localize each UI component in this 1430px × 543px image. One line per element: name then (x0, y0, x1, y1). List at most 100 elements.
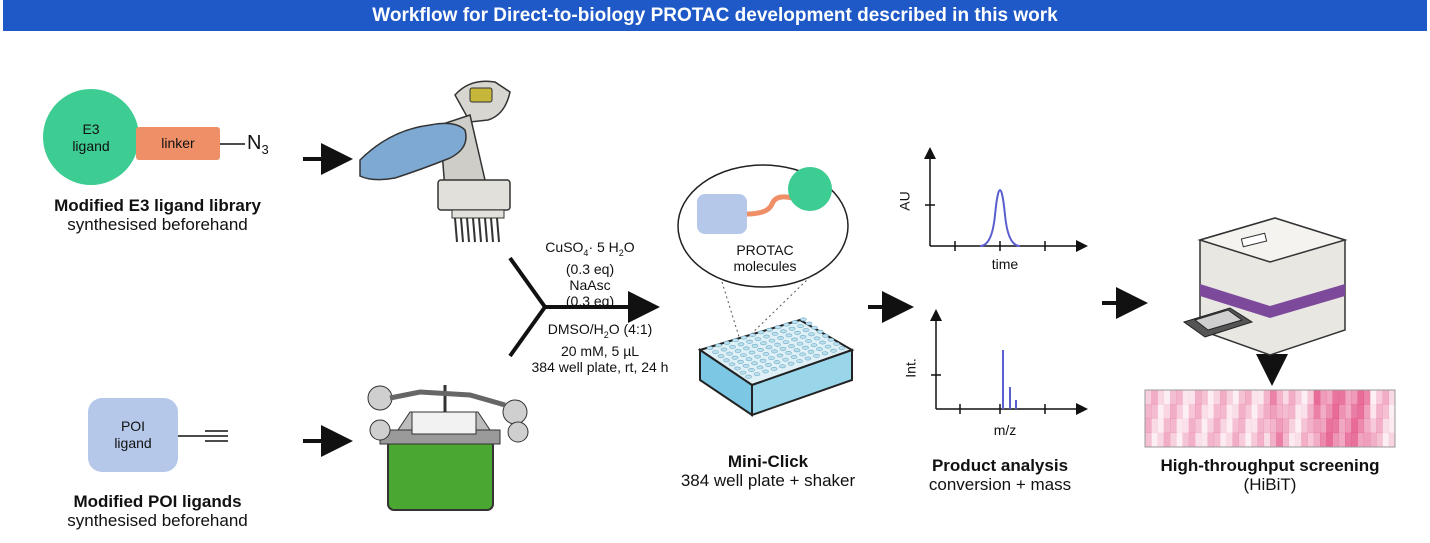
heatmap-cell (1388, 404, 1396, 419)
heatmap-cell (1245, 432, 1252, 448)
well (802, 345, 809, 350)
heatmap-cell (1176, 390, 1183, 405)
well (779, 346, 787, 351)
heatmap-cell (1376, 432, 1383, 448)
title-banner: Workflow for Direct-to-biology PROTAC de… (3, 0, 1427, 31)
well (807, 349, 815, 354)
well (760, 341, 767, 346)
well (816, 329, 824, 334)
heatmap-cell (1207, 404, 1215, 419)
heatmap-cell (1201, 390, 1208, 405)
heatmap-cell (1282, 432, 1290, 448)
well (774, 325, 782, 330)
heatmap-cell (1176, 418, 1183, 434)
heatmap-cell (1326, 432, 1333, 448)
heatmap-cell (1176, 432, 1183, 448)
well (756, 365, 764, 370)
well (788, 344, 795, 349)
heatmap-cell (1332, 432, 1340, 448)
well (723, 340, 731, 345)
heatmap-cell (1363, 432, 1371, 448)
heatmap-cell (1313, 404, 1321, 419)
well (740, 353, 747, 358)
heatmap-cell (1301, 418, 1308, 434)
well (791, 320, 799, 324)
well (751, 361, 758, 366)
heatmap-cell (1332, 404, 1340, 419)
heatmap-cell (1320, 404, 1327, 419)
well (822, 333, 829, 338)
well (830, 348, 837, 353)
heatmap-cell (1251, 404, 1258, 419)
well (808, 332, 815, 337)
heatmap-cell (1307, 418, 1315, 434)
well (754, 337, 762, 342)
heatmap-cell (1213, 404, 1221, 419)
heatmap-cell (1145, 432, 1152, 448)
well (751, 343, 759, 348)
heatmap-cell (1301, 432, 1308, 448)
linker-label: linker (161, 135, 195, 151)
heatmap-cell (1282, 390, 1290, 405)
well (762, 369, 769, 374)
heatmap-cell (1213, 390, 1221, 405)
well (759, 358, 767, 363)
heatmap-cell (1151, 404, 1158, 419)
heatmap-cell (1263, 390, 1271, 405)
heatmap-cell (1220, 432, 1227, 448)
lc-xlabel: time (991, 256, 1019, 272)
heatmap-cell (1338, 418, 1346, 434)
heatmap-cell (1226, 404, 1233, 419)
well (800, 317, 807, 322)
e3-ligand-construct (43, 89, 245, 185)
well (811, 325, 818, 330)
heatmap-cell (1163, 404, 1171, 419)
well (794, 330, 801, 335)
well (791, 337, 798, 342)
heatmap-cell (1145, 390, 1152, 405)
heatmap-cell (1363, 418, 1371, 434)
heatmap-cell (1276, 432, 1283, 448)
well (785, 350, 792, 355)
heatmap-cell (1276, 390, 1283, 405)
heatmap-cell (1145, 404, 1152, 419)
heatmap-cell (1201, 418, 1208, 434)
heatmap-cell (1326, 404, 1333, 419)
heatmap-cell (1376, 404, 1383, 419)
well (802, 328, 810, 333)
heatmap-cell (1207, 432, 1215, 448)
well (799, 352, 806, 357)
heatmap-cell (1288, 390, 1296, 405)
heatmap-cell (1345, 418, 1352, 434)
heatmap-cell (1363, 390, 1371, 405)
well (737, 359, 744, 364)
heatmap-cell (1201, 432, 1208, 448)
heatmap-cell (1288, 432, 1296, 448)
heatmap-cell (1301, 390, 1308, 405)
well (726, 351, 733, 356)
heatmap-cell (1357, 404, 1365, 419)
well (746, 339, 753, 344)
heatmap-cell (1332, 418, 1340, 434)
heatmap-cell (1301, 404, 1308, 419)
well (816, 347, 823, 352)
heatmap-cell (1251, 390, 1258, 405)
heatmap-cell (1163, 390, 1171, 405)
heatmap-cell (1182, 404, 1190, 419)
ms-spectrum (930, 309, 1088, 415)
well (770, 366, 778, 371)
well (712, 350, 719, 355)
heatmap-cell (1188, 418, 1196, 434)
well (799, 334, 807, 339)
heatmap-cell (1163, 418, 1171, 434)
well (734, 349, 742, 353)
reagent-conditions-above: CuSO4· 5 H2O (0.3 eq)NaAsc(0.3 eq) (545, 239, 635, 309)
heatmap-cell (1320, 390, 1327, 405)
heatmap-cell (1195, 404, 1202, 419)
well (762, 352, 770, 356)
heatmap-cell (1195, 432, 1202, 448)
heatmap-cell (1170, 418, 1177, 434)
heatmap-cell (1232, 432, 1240, 448)
